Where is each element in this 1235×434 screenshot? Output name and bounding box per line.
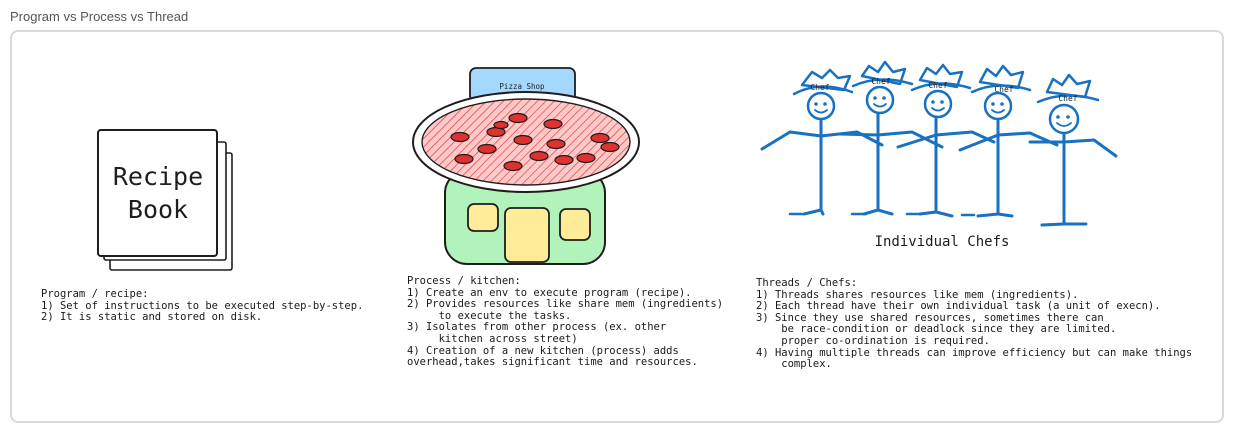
pepperoni [450,131,470,143]
pepperoni [576,152,596,164]
pepperoni [503,160,523,172]
process-caption: Process / kitchen: 1) Create an env to e… [407,275,724,369]
chef-hat-label: Chef [1058,94,1077,103]
pepperoni [454,153,474,165]
shop-sign-label: Pizza Shop [499,82,545,91]
chef-figure [838,60,944,216]
recipe-book: Recipe Book [97,129,233,271]
pepperoni [543,118,563,130]
program-caption: Program / recipe: 1) Set of instructions… [41,288,364,324]
book-title-line2: Book [128,195,188,224]
pepperoni [546,138,566,150]
book-cover [97,129,218,257]
pepperoni [529,150,549,162]
chef-hat-label: Chef [871,77,890,86]
chefs-group [760,60,1118,227]
chef-hat-labels: Chef Chef Chef Chef Chef [810,77,1077,103]
threads-caption: Threads / Chefs: 1) Threads shares resou… [756,277,1193,371]
chef-hat-label: Chef [994,85,1013,94]
pepperoni [513,134,533,146]
chef-figure [958,64,1059,218]
diagram-canvas[interactable]: Recipe Book Pizza Shop [10,30,1224,423]
page-title: Program vs Process vs Thread [10,9,189,24]
shop-window-right [559,208,591,241]
chefs-label: Individual Chefs [875,234,1010,250]
diagram-art: Recipe Book Pizza Shop [97,60,1118,271]
pepperoni [493,120,509,130]
chef-hat-label: Chef [810,83,829,92]
chef-figure [896,63,996,218]
pepperoni [508,112,528,124]
pepperoni [477,143,497,155]
book-title-line1: Recipe [113,162,203,191]
pepperoni [600,141,620,153]
pepperoni [554,154,574,166]
pepperoni [590,132,610,144]
chef-hat-label: Chef [928,81,947,90]
shop-window-left [467,203,499,232]
shop-door [504,207,550,263]
pizza-shop: Pizza Shop [412,67,640,265]
pepperoni-slices [450,112,620,172]
chef-figure [1028,73,1118,227]
chef-figure [760,68,884,216]
